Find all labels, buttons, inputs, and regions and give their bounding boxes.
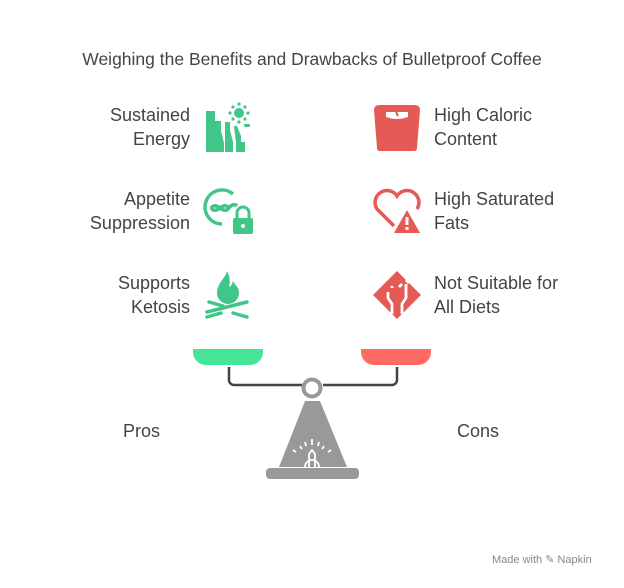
con-label-line1: Not Suitable for [434, 273, 559, 293]
dial-icon [292, 439, 332, 468]
brand-text: Napkin [557, 554, 592, 566]
scale-beam-left [227, 367, 302, 387]
napkin-logo-icon: ✎ [545, 554, 555, 566]
con-label-line1: High Saturated [434, 189, 555, 209]
con-label-line2: Content [434, 129, 498, 149]
cons-pan [361, 349, 431, 365]
diverging-road-sign-icon [372, 270, 422, 320]
cons-label: Cons [457, 421, 500, 441]
scale-base [266, 468, 359, 479]
napkin-watermark: Made with ✎ Napkin [492, 553, 592, 566]
campfire-icon [203, 270, 253, 320]
pros-pan [193, 349, 263, 365]
diagram-title: Weighing the Benefits and Drawbacks of B… [82, 49, 542, 69]
scale-beam-right [323, 367, 399, 387]
scale-stand [279, 401, 347, 467]
made-with-text: Made with [492, 554, 543, 566]
pro-label-line2: Ketosis [130, 297, 190, 317]
pro-label-line1: Supports [117, 273, 190, 293]
heart-warning-icon [372, 186, 422, 236]
con-label-line1: High Caloric [434, 105, 533, 125]
waterfall-sun-icon [203, 102, 253, 152]
scale-pivot [301, 377, 323, 399]
pro-label-line1: Sustained [109, 105, 190, 125]
con-label-line2: Fats [434, 213, 470, 233]
pros-label: Pros [123, 421, 161, 441]
con-label-line2: All Diets [434, 297, 501, 317]
pro-label-line2: Suppression [89, 213, 190, 233]
bathroom-scale-icon [372, 102, 422, 152]
pro-label-line2: Energy [132, 129, 190, 149]
pro-label-line1: Appetite [123, 189, 190, 209]
dna-lock-icon [203, 186, 253, 236]
